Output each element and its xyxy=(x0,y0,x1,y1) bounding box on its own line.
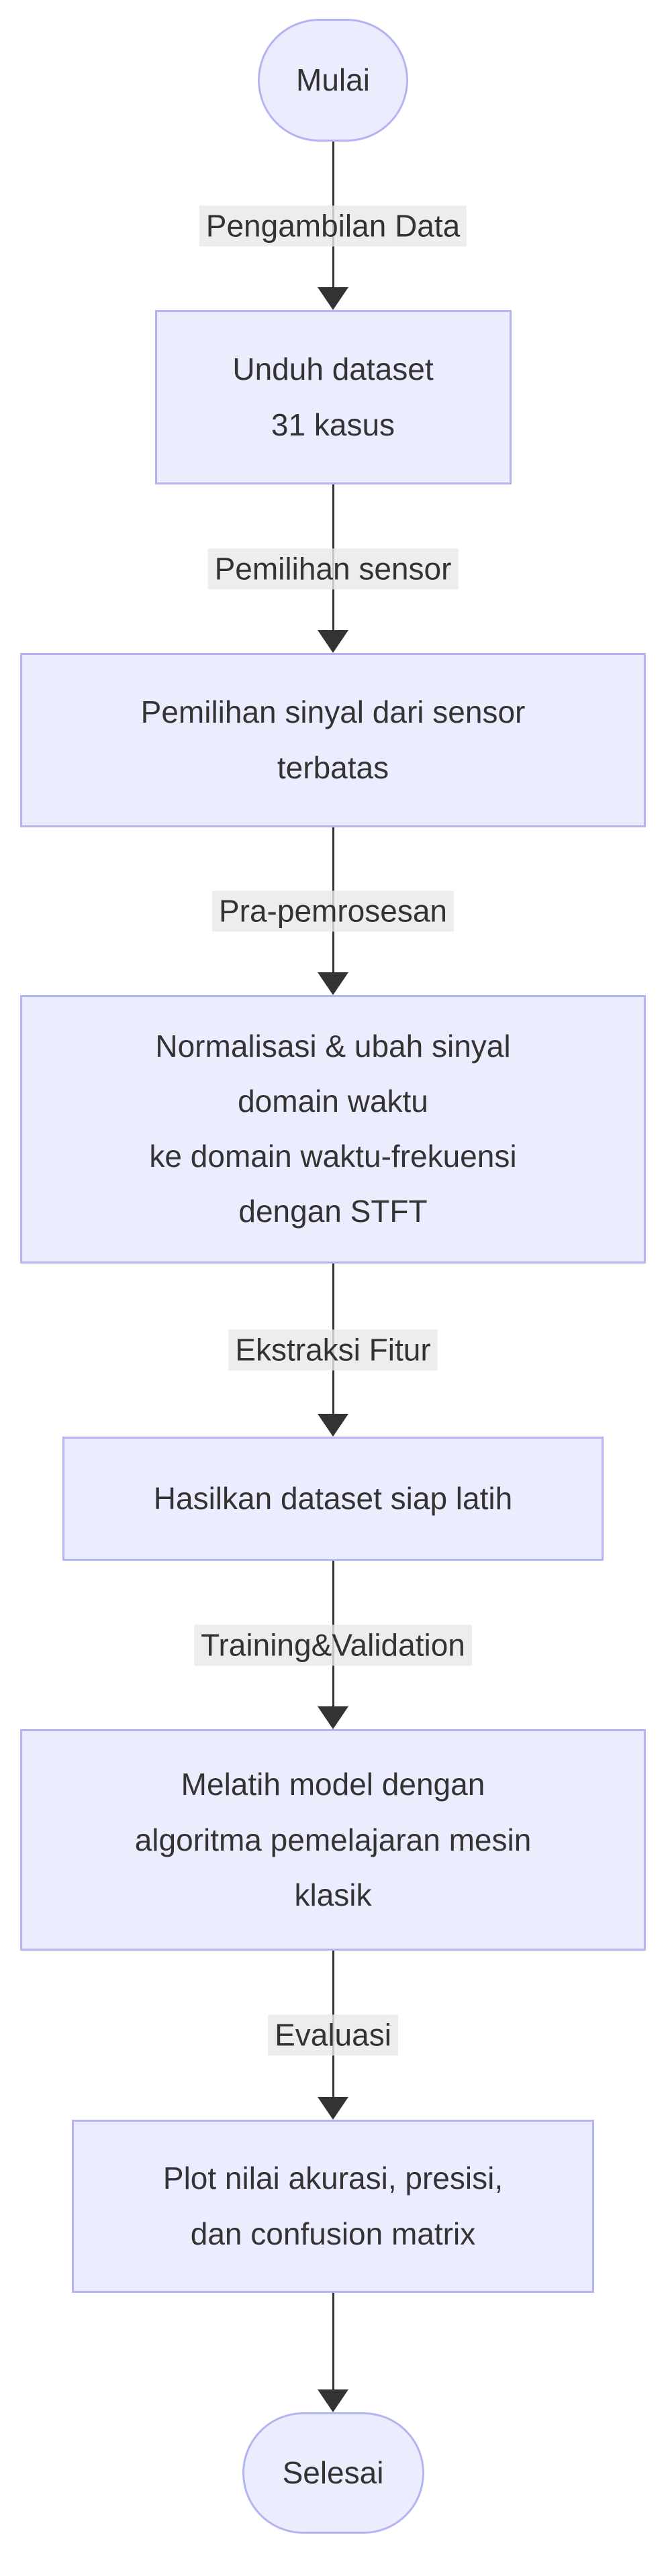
process-node-train-model: Melatih model dengan algoritma pemelajar… xyxy=(20,1729,646,1951)
start-node: Mulai xyxy=(258,19,408,142)
arrowhead-down-icon xyxy=(318,2389,348,2412)
edge-select-to-preprocess: Pra-pemrosesan xyxy=(0,827,666,995)
edge-label-evaluasi: Evaluasi xyxy=(268,2014,398,2056)
edge-ready-to-train: Training&Validation xyxy=(0,1561,666,1729)
arrowhead-down-icon xyxy=(318,287,348,310)
edge-line xyxy=(332,2293,334,2393)
process-node-dataset-ready: Hasilkan dataset siap latih xyxy=(62,1437,604,1561)
process-node-download-dataset: Unduh dataset 31 kasus xyxy=(154,310,512,484)
process-node-select-signal: Pemilihan sinyal dari sensor terbatas xyxy=(20,653,646,827)
edge-train-to-plot: Evaluasi xyxy=(0,1951,666,2120)
arrowhead-down-icon xyxy=(318,1414,348,1437)
edge-label-pemilihan-sensor: Pemilihan sensor xyxy=(207,548,459,590)
arrowhead-down-icon xyxy=(318,972,348,995)
edge-label-training-validation: Training&Validation xyxy=(194,1624,472,1666)
arrowhead-down-icon xyxy=(318,2097,348,2120)
arrowhead-down-icon xyxy=(318,1706,348,1729)
edge-preprocess-to-ready: Ekstraksi Fitur xyxy=(0,1264,666,1437)
end-node: Selesai xyxy=(242,2412,424,2534)
edge-label-ekstraksi-fitur: Ekstraksi Fitur xyxy=(228,1329,438,1371)
process-node-normalize-stft: Normalisasi & ubah sinyal domain waktu k… xyxy=(20,995,646,1264)
edge-download-to-select: Pemilihan sensor xyxy=(0,484,666,653)
edge-plot-to-end xyxy=(0,2293,666,2412)
edge-start-to-download: Pengambilan Data xyxy=(0,142,666,310)
arrowhead-down-icon xyxy=(318,630,348,653)
edge-label-pra-pemrosesan: Pra-pemrosesan xyxy=(211,890,455,932)
edge-label-pengambilan-data: Pengambilan Data xyxy=(199,205,467,247)
process-node-plot-results: Plot nilai akurasi, presisi, dan confusi… xyxy=(72,2120,594,2293)
